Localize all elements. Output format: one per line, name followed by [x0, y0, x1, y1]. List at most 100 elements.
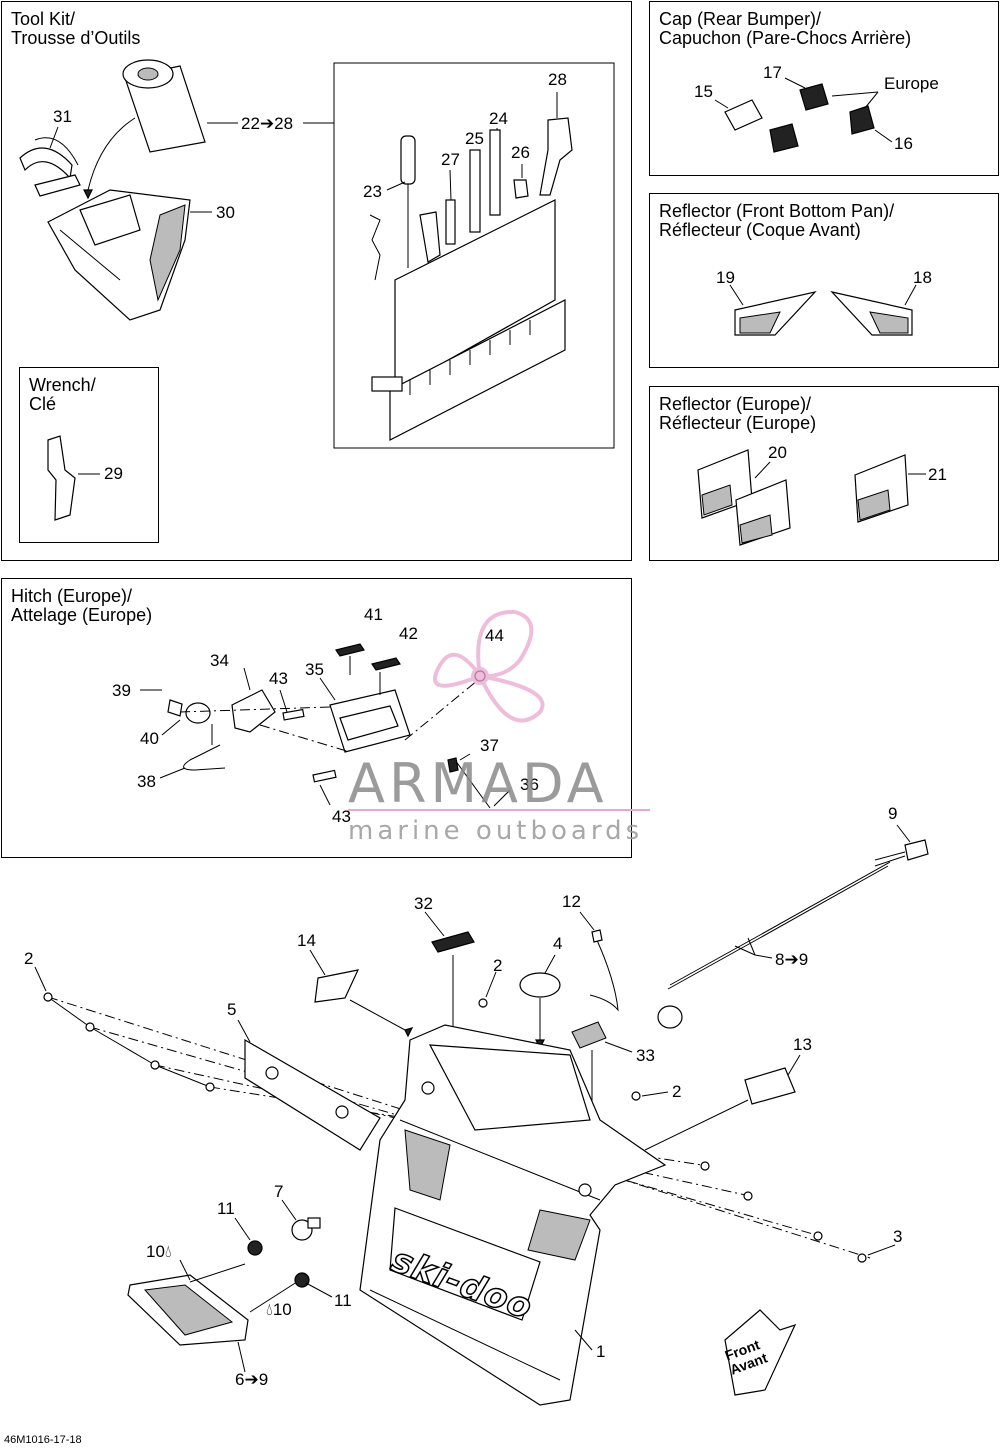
- callout-10-top: 10💧︎: [146, 1243, 172, 1261]
- callout-14: 14: [297, 931, 316, 950]
- panel-title-hitch: Hitch (Europe)/ Attelage (Europe): [11, 586, 153, 625]
- watermark-brand: ARMADA: [348, 752, 608, 815]
- callout-17: 17: [763, 63, 782, 82]
- callout-32: 32: [414, 894, 433, 913]
- bracket-5: [244, 1038, 381, 1151]
- callout-16: 16: [894, 134, 913, 153]
- tool-kit-inner-box: [333, 62, 615, 449]
- emblem-4: [519, 972, 561, 998]
- callout-9: 9: [888, 804, 898, 823]
- callout-44: 44: [485, 626, 504, 645]
- panel-title-cap: Cap (Rear Bumper)/ Capuchon (Pare-Chocs …: [659, 9, 912, 48]
- callout-42: 42: [399, 624, 418, 643]
- holder-30: [47, 189, 191, 321]
- panel-title-reflector-front: Reflector (Front Bottom Pan)/ Réflecteur…: [659, 201, 895, 240]
- decal-33: [571, 1021, 607, 1049]
- callout-2-left: 2: [24, 949, 34, 968]
- tool-27: [445, 199, 456, 245]
- wrench-29: [47, 435, 76, 521]
- callout-19: 19: [716, 268, 735, 287]
- callout-43-bottom: 43: [332, 807, 351, 826]
- callout-43-top: 43: [269, 669, 288, 688]
- drop-icon: 💧︎: [266, 1300, 273, 1319]
- callout-8-9: 8➔9: [775, 950, 809, 969]
- callout-39: 39: [112, 681, 131, 700]
- tool-28: [539, 117, 573, 196]
- strap-31: [19, 137, 81, 197]
- callout-7: 7: [274, 1182, 284, 1201]
- panel-wrench: Wrench/ Clé: [19, 367, 159, 543]
- callout-33: 33: [636, 1046, 655, 1065]
- cap-part: [769, 123, 799, 153]
- callout-22-28: 22➔28: [241, 114, 294, 133]
- callout-12: 12: [562, 892, 581, 911]
- callout-1: 1: [596, 1342, 606, 1361]
- panel-title-reflector-europe: Reflector (Europe)/ Réflecteur (Europe): [659, 394, 817, 433]
- tool-kit-roll: [122, 59, 206, 153]
- decal-14: [314, 969, 360, 1003]
- callout-15: 15: [694, 82, 713, 101]
- front-arrow: [724, 1309, 797, 1396]
- document-id: 46M1016-17-18: [4, 1434, 82, 1446]
- callout-10-bottom-text: 10: [272, 1300, 292, 1319]
- callout-2-mid: 2: [493, 956, 503, 975]
- label-europe: Europe: [884, 74, 939, 93]
- screws: [43, 992, 867, 1263]
- callout-18: 18: [913, 268, 932, 287]
- panel-title-wrench: Wrench/ Clé: [29, 375, 96, 414]
- callout-41: 41: [364, 605, 383, 624]
- callout-5: 5: [227, 1000, 237, 1019]
- panel-reflector-front: Reflector (Front Bottom Pan)/ Réflecteur…: [649, 193, 999, 368]
- callout-2-right: 2: [672, 1082, 682, 1101]
- connector-round: [657, 1005, 683, 1029]
- callout-13: 13: [793, 1035, 812, 1054]
- panel-cap: Cap (Rear Bumper)/ Capuchon (Pare-Chocs …: [649, 1, 999, 176]
- callout-38: 38: [137, 772, 156, 791]
- callout-23: 23: [363, 182, 382, 201]
- callout-6-9: 6➔9: [235, 1370, 269, 1389]
- tool-pouch: [371, 199, 566, 441]
- cap-15: [724, 99, 763, 131]
- wire-12: [589, 937, 619, 1012]
- callout-10-bottom: 💧︎10: [266, 1301, 292, 1319]
- callout-10-top-text: 10: [146, 1242, 165, 1261]
- cap-17: [799, 83, 829, 111]
- callout-4: 4: [553, 934, 563, 953]
- callout-29: 29: [104, 464, 123, 483]
- grommet-11b: [294, 1272, 310, 1288]
- bulb-7: [291, 1219, 313, 1241]
- drop-icon: 💧︎: [164, 1242, 172, 1261]
- callout-31: 31: [53, 107, 72, 126]
- connector-9: [904, 839, 929, 861]
- callout-20: 20: [768, 443, 787, 462]
- decal-13: [744, 1067, 796, 1105]
- watermark-propeller: [433, 609, 545, 723]
- callout-35: 35: [305, 660, 324, 679]
- panel-title-tool-kit: Tool Kit/ Trousse d’Outils: [11, 9, 141, 48]
- callout-30: 30: [216, 203, 235, 222]
- decal-32: [431, 931, 475, 953]
- callout-34: 34: [210, 651, 229, 670]
- tool-24: [489, 129, 501, 216]
- wire-harness: [669, 861, 891, 986]
- cap-16: [849, 105, 875, 135]
- callout-27: 27: [441, 150, 460, 169]
- callout-36: 36: [520, 775, 539, 794]
- callout-3: 3: [893, 1227, 903, 1246]
- callout-26: 26: [511, 143, 530, 162]
- callout-25: 25: [465, 129, 484, 148]
- callout-24: 24: [489, 109, 508, 128]
- grommet-11a: [247, 1240, 263, 1256]
- callout-40: 40: [140, 729, 159, 748]
- tool-25: [469, 149, 481, 233]
- callout-21: 21: [928, 465, 947, 484]
- callout-37: 37: [480, 736, 499, 755]
- tool-26: [513, 179, 529, 199]
- hitch-parts: [167, 643, 491, 809]
- callout-28: 28: [548, 70, 567, 89]
- callout-11-top: 11: [217, 1199, 235, 1218]
- callout-11-bottom: 11: [334, 1291, 352, 1310]
- rear-flap-1: [359, 1024, 667, 1406]
- screwdriver-23: [369, 135, 441, 281]
